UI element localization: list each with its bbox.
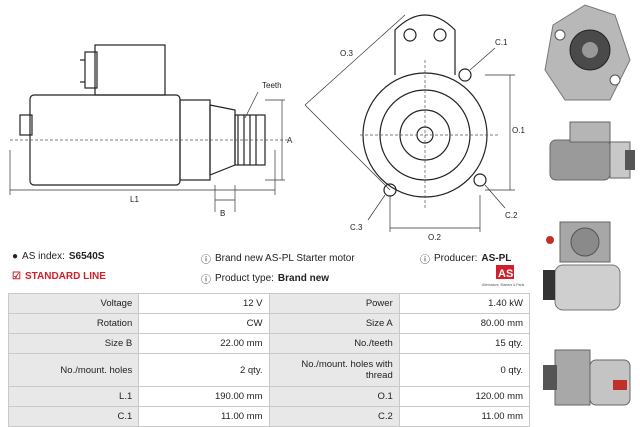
specs-table: Voltage 12 V Power 1.40 kW Rotation CW S… [7,293,531,427]
info-icon: ⓘ [201,275,211,286]
spec-value: 11.00 mm [138,406,270,427]
spec-value: 2 qty. [138,353,270,387]
product-photo-side[interactable] [535,110,640,205]
producer-label: Producer: [434,253,478,264]
product-type-label: Product type: [215,273,274,284]
label-o1: O.1 [512,126,525,135]
spec-label: C.2 [268,406,400,427]
product-photo-front[interactable] [535,0,640,105]
product-type-value: Brand new [277,273,330,284]
checkbox-icon: ☑ [12,271,21,282]
as-index-value: S6540S [68,251,105,262]
spec-label: Size B [7,333,140,354]
logo-text: AS [498,268,513,280]
standard-line-text: STANDARD LINE [24,271,106,282]
table-row: Rotation CW Size A 80.00 mm [7,313,531,334]
spec-label: L.1 [7,386,140,407]
logo-caption: Alternators, Starters & Parts [482,283,525,287]
standard-line: ☑ STANDARD LINE [12,271,106,282]
rear-terminal-outline [19,114,33,136]
spec-label: No./mount. holes with thread [268,353,400,387]
spec-label: C.1 [7,406,140,427]
label-a: A [287,136,293,145]
table-row: Size B 22.00 mm No./teeth 15 qty. [7,333,531,354]
label-b: B [220,209,225,218]
solenoid-front-outline [394,14,456,75]
product-type: ⓘ Product type: Brand new [201,271,329,286]
label-c3: C.3 [350,223,363,232]
table-row: C.1 11.00 mm C.2 11.00 mm [7,406,531,427]
spec-label: Voltage [7,293,140,314]
label-teeth: Teeth [262,81,282,90]
spec-label: Power [268,293,400,314]
spec-label: Rotation [7,313,140,334]
spec-value: 1.40 kW [398,293,531,314]
producer-value: AS-PL [481,253,512,264]
description: ⓘ Brand new AS-PL Starter motor [201,251,355,266]
product-photos [535,0,640,425]
product-info: ● AS index: S6540S ⓘ Brand new AS-PL Sta… [8,250,533,290]
spec-value: 190.00 mm [138,386,270,407]
technical-drawing: Teeth A B L1 O.1 O.2 O.3 C.1 C.2 C.3 [9,14,525,242]
spec-value: 15 qty. [398,333,531,354]
table-row: No./mount. holes 2 qty. No./mount. holes… [7,353,531,387]
hole-c2 [473,173,487,187]
spec-value: 12 V [138,293,270,314]
spec-value: 0 qty. [398,353,531,387]
spec-value: 22.00 mm [138,333,270,354]
spec-label: O.1 [268,386,400,407]
as-index: ● AS index: S6540S [12,251,104,262]
spec-label: No./mount. holes [7,353,140,387]
label-l1: L1 [130,195,139,204]
spec-value: CW [138,313,270,334]
label-c2: C.2 [505,211,518,220]
tag-icon: ● [12,251,19,262]
producer: ⓘ Producer: AS-PL [420,251,511,266]
info-icon: ⓘ [420,255,430,266]
spec-label: No./teeth [268,333,400,354]
info-icon: ⓘ [201,255,211,266]
hole-c1 [458,68,472,82]
as-index-label: AS index: [22,251,65,262]
solenoid-outline [94,44,166,96]
label-o2: O.2 [428,233,441,242]
spec-value: 120.00 mm [398,386,531,407]
spec-label: Size A [268,313,400,334]
label-o3: O.3 [340,49,353,58]
product-photo-rear[interactable] [535,210,640,320]
as-pl-logo: AS Alternators, Starters & Parts [482,265,525,287]
spec-value: 80.00 mm [398,313,531,334]
spec-value: 11.00 mm [398,406,531,427]
table-row: L.1 190.00 mm O.1 120.00 mm [7,386,531,407]
solenoid-cap-outline [84,51,98,89]
product-photo-angle[interactable] [535,330,640,425]
table-row: Voltage 12 V Power 1.40 kW [7,293,531,314]
label-c1: C.1 [495,38,508,47]
description-text: Brand new AS-PL Starter motor [215,253,355,264]
